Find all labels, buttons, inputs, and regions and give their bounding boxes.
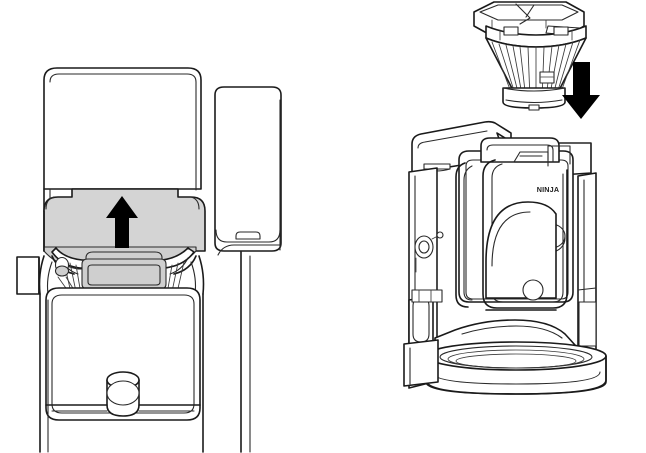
brand-logo: NINJA xyxy=(537,185,560,194)
right-panel: NINJA xyxy=(403,1,607,395)
drip-stop-lever xyxy=(414,231,444,273)
left-panel xyxy=(16,67,282,453)
filter-basket-funnel xyxy=(473,1,587,111)
up-arrow xyxy=(106,196,138,248)
chamber-basin xyxy=(38,255,205,421)
brew-door xyxy=(43,67,202,212)
water-reservoir-side xyxy=(214,86,282,453)
brew-chamber xyxy=(485,201,557,311)
left-body-outline xyxy=(39,210,204,453)
down-arrow xyxy=(562,62,600,119)
side-latch-tab xyxy=(16,256,75,295)
carafe-plate xyxy=(425,319,607,395)
coffee-maker-body: NINJA xyxy=(403,120,607,395)
drip-knob xyxy=(45,371,201,417)
